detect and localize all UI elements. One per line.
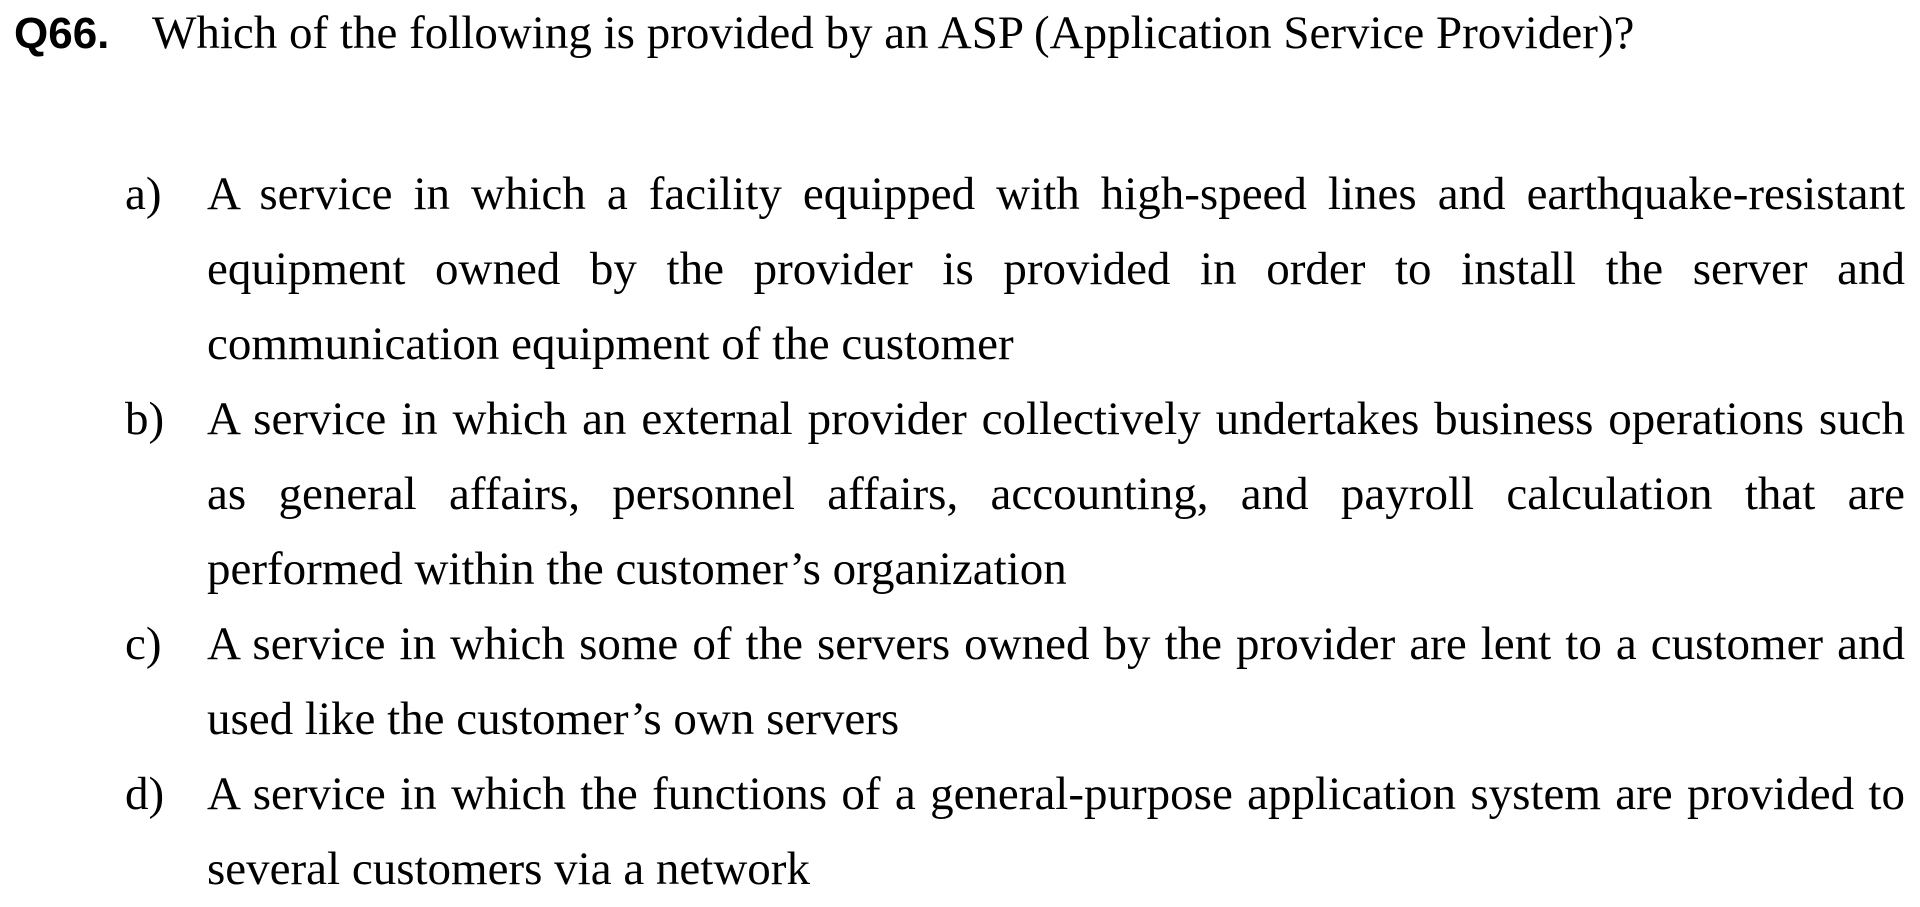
option-d: d) A service in which the functions of a…: [125, 757, 1905, 907]
option-b: b) A service in which an external provid…: [125, 382, 1905, 607]
option-c: c) A service in which some of the server…: [125, 607, 1905, 757]
option-b-label: b): [125, 393, 165, 445]
option-c-text: A service in which some of the servers o…: [207, 618, 1905, 745]
question-header: Q66. Which of the following is provided …: [14, 6, 1904, 60]
question-number: Q66.: [14, 9, 110, 58]
question-text: Which of the following is provided by an…: [152, 7, 1635, 59]
option-a: a) A service in which a facility equippe…: [125, 157, 1905, 382]
option-b-text: A service in which an external provider …: [207, 393, 1905, 595]
option-d-label: d): [125, 768, 165, 820]
option-a-text: A service in which a facility equipped w…: [207, 168, 1905, 370]
answer-options: a) A service in which a facility equippe…: [125, 157, 1905, 907]
option-d-text: A service in which the functions of a ge…: [207, 768, 1905, 895]
option-c-label: c): [125, 618, 162, 670]
option-a-label: a): [125, 168, 162, 220]
